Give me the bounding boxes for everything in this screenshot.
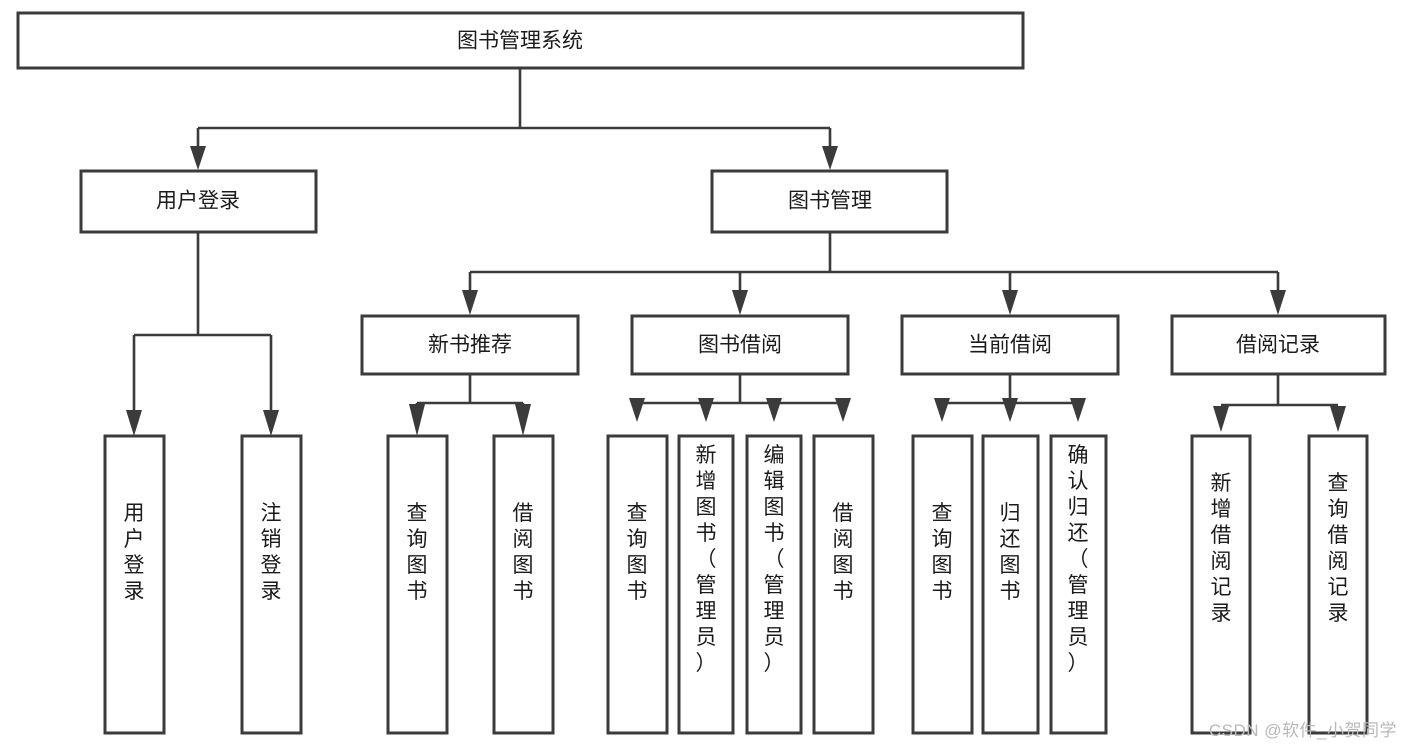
leaf-node[interactable]: 查询图书 xyxy=(911,434,974,735)
leaf-user-login-label: 用户登录 xyxy=(124,502,145,603)
leaf-node[interactable]: 编辑图书（管理员） xyxy=(745,434,803,735)
arrowhead-new-book xyxy=(462,290,478,315)
leaf-bb-edit-book-box[interactable] xyxy=(745,434,803,735)
node-borrow-record[interactable]: 借阅记录 xyxy=(1170,314,1387,376)
leaf-logout-label: 注销登录 xyxy=(261,502,282,603)
node-borrow-record-label: 借阅记录 xyxy=(1236,334,1320,357)
arrowhead-nb-leaf-2 xyxy=(515,404,531,436)
leaf-node[interactable]: 用户登录 xyxy=(103,434,166,735)
node-new-book-recommend[interactable]: 新书推荐 xyxy=(360,314,580,376)
leaf-logout-box[interactable] xyxy=(240,434,303,735)
leaf-node[interactable]: 借阅图书 xyxy=(812,434,875,735)
node-root-label: 图书管理系统 xyxy=(457,30,583,53)
leaf-bb-query-book-box[interactable] xyxy=(606,434,669,735)
node-current-borrow[interactable]: 当前借阅 xyxy=(900,314,1120,376)
arrowhead-bb-leaf-3 xyxy=(766,398,782,422)
leaf-nb-query-book-box[interactable] xyxy=(386,434,449,735)
leaf-bb-query-book-label: 查询图书 xyxy=(627,502,648,603)
leaf-node[interactable]: 借阅图书 xyxy=(492,434,555,735)
leaf-node[interactable]: 新增图书（管理员） xyxy=(677,434,735,735)
leaf-cb-return-book-box[interactable] xyxy=(981,434,1040,735)
arrowhead-br-leaf-1 xyxy=(1213,406,1229,432)
node-book-borrow-label: 图书借阅 xyxy=(698,334,782,357)
leaf-nb-borrow-book-label: 借阅图书 xyxy=(513,502,534,603)
leaf-br-add-record-box[interactable] xyxy=(1190,434,1252,735)
arrowhead-bb-leaf-2 xyxy=(698,398,714,422)
node-root-box[interactable] xyxy=(16,11,1025,70)
leaf-cb-confirm-return-box[interactable] xyxy=(1049,434,1108,735)
arrowhead-book-borrow xyxy=(732,290,748,315)
arrowhead-bb-leaf-1 xyxy=(629,398,645,422)
arrowhead-cb-leaf-3 xyxy=(1070,398,1086,422)
arrowhead-bb-leaf-4 xyxy=(835,398,851,422)
arrowhead-br-leaf-2 xyxy=(1330,406,1346,432)
node-root[interactable]: 图书管理系统 xyxy=(16,11,1025,70)
node-user-login-label: 用户登录 xyxy=(156,190,240,213)
leaf-br-query-record-box[interactable] xyxy=(1307,434,1369,735)
node-book-manage[interactable]: 图书管理 xyxy=(710,169,949,234)
leaf-node[interactable]: 归还图书 xyxy=(981,434,1040,735)
node-book-borrow[interactable]: 图书借阅 xyxy=(630,314,850,376)
leaf-br-add-record-label: 新增借阅记录 xyxy=(1211,472,1232,625)
leaf-node[interactable]: 确认归还（管理员） xyxy=(1049,434,1108,735)
node-book-manage-box[interactable] xyxy=(710,169,949,234)
node-new-book-recommend-label: 新书推荐 xyxy=(428,334,512,357)
leaf-node[interactable]: 查询借阅记录 xyxy=(1307,434,1369,735)
leaf-node[interactable]: 查询图书 xyxy=(606,434,669,735)
leaf-cb-return-book-label: 归还图书 xyxy=(1000,502,1021,603)
leaf-node[interactable]: 查询图书 xyxy=(386,434,449,735)
arrowhead-leaf-user-login xyxy=(126,410,142,436)
leaf-bb-add-book-box[interactable] xyxy=(677,434,735,735)
leaf-cb-query-book-box[interactable] xyxy=(911,434,974,735)
leaf-bb-add-book-label: 新增图书（管理员） xyxy=(696,444,717,675)
arrowhead-leaf-logout xyxy=(263,410,279,436)
node-user-login[interactable]: 用户登录 xyxy=(79,169,318,234)
leaf-cb-confirm-return-label: 确认归还（管理员） xyxy=(1068,444,1089,675)
node-current-borrow-label: 当前借阅 xyxy=(968,334,1052,357)
arrowhead-book-manage xyxy=(822,146,838,170)
node-book-manage-label: 图书管理 xyxy=(788,190,872,213)
arrowhead-current-borrow xyxy=(1002,290,1018,315)
arrowhead-borrow-record xyxy=(1270,290,1286,315)
leaf-bb-edit-book-label: 编辑图书（管理员） xyxy=(764,444,785,675)
leaf-bb-borrow-book-box[interactable] xyxy=(812,434,875,735)
edge-layer xyxy=(126,68,1346,436)
node-current-borrow-box[interactable] xyxy=(900,314,1120,376)
arrowhead-cb-leaf-1 xyxy=(934,398,950,422)
node-book-borrow-box[interactable] xyxy=(630,314,850,376)
arrowhead-nb-leaf-1 xyxy=(409,404,425,436)
arrowhead-cb-leaf-2 xyxy=(1002,398,1018,422)
leaf-node[interactable]: 注销登录 xyxy=(240,434,303,735)
leaf-node[interactable]: 新增借阅记录 xyxy=(1190,434,1252,735)
leaf-user-login-box[interactable] xyxy=(103,434,166,735)
arrowhead-user-login xyxy=(190,146,206,170)
leaf-nb-query-book-label: 查询图书 xyxy=(407,502,428,603)
node-borrow-record-box[interactable] xyxy=(1170,314,1387,376)
node-user-login-box[interactable] xyxy=(79,169,318,234)
node-new-book-recommend-box[interactable] xyxy=(360,314,580,376)
leaf-bb-borrow-book-label: 借阅图书 xyxy=(833,502,854,603)
leaf-nb-borrow-book-box[interactable] xyxy=(492,434,555,735)
leaf-br-query-record-label: 查询借阅记录 xyxy=(1328,472,1349,625)
leaf-cb-query-book-label: 查询图书 xyxy=(932,502,953,603)
